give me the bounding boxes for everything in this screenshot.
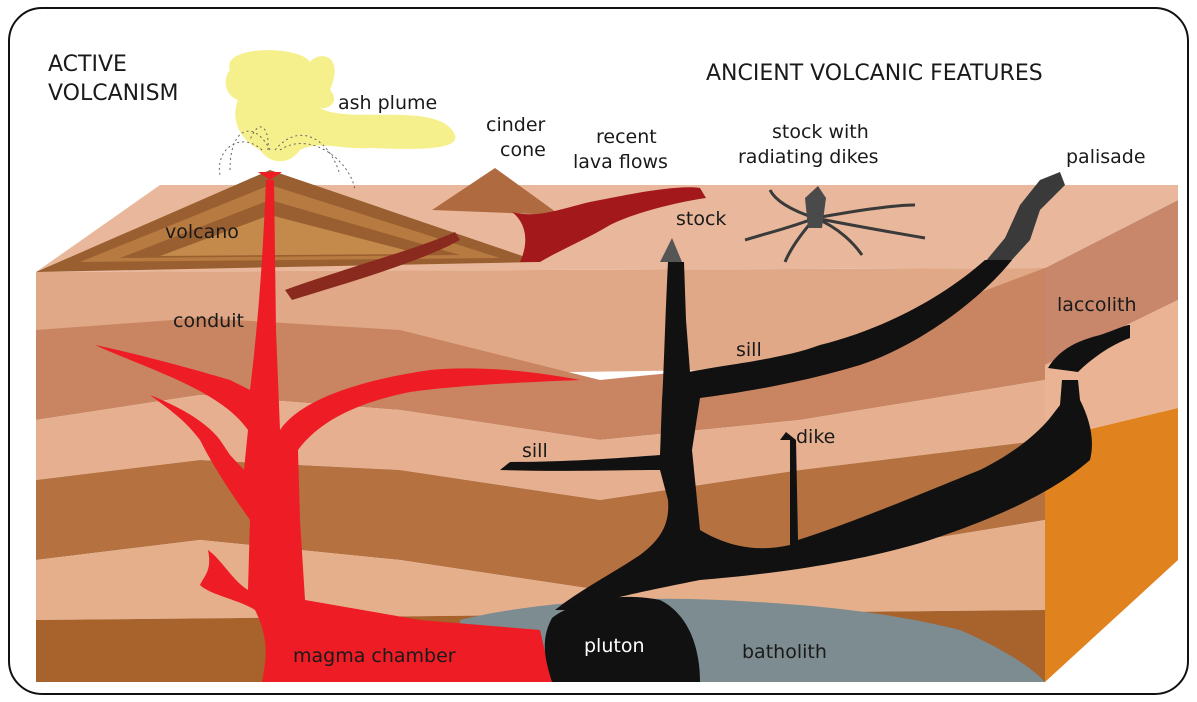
label-radiating: radiating dikes xyxy=(738,146,879,168)
label-volcano: volcano xyxy=(165,221,239,243)
label-cinder-2: cone xyxy=(500,139,546,161)
label-lava-2: lava flows xyxy=(573,151,668,173)
label-palisade: palisade xyxy=(1066,146,1146,168)
label-conduit: conduit xyxy=(173,310,244,332)
label-sill-lower: sill xyxy=(522,440,548,462)
label-ash-plume: ash plume xyxy=(338,92,437,114)
label-cinder-1: cinder xyxy=(486,114,546,136)
label-pluton: pluton xyxy=(584,635,645,657)
label-stock: stock xyxy=(676,208,726,230)
label-stock-with: stock with xyxy=(772,121,869,143)
label-ancient: ANCIENT VOLCANIC FEATURES xyxy=(706,61,1043,86)
label-active-2: VOLCANISM xyxy=(48,81,179,106)
label-batholith: batholith xyxy=(742,641,827,663)
label-dike: dike xyxy=(796,426,835,448)
label-active-1: ACTIVE xyxy=(48,52,127,77)
label-lava-1: recent xyxy=(596,126,657,148)
label-magma-chamber: magma chamber xyxy=(293,645,456,667)
label-sill-upper: sill xyxy=(736,339,762,361)
label-laccolith: laccolith xyxy=(1057,294,1137,316)
